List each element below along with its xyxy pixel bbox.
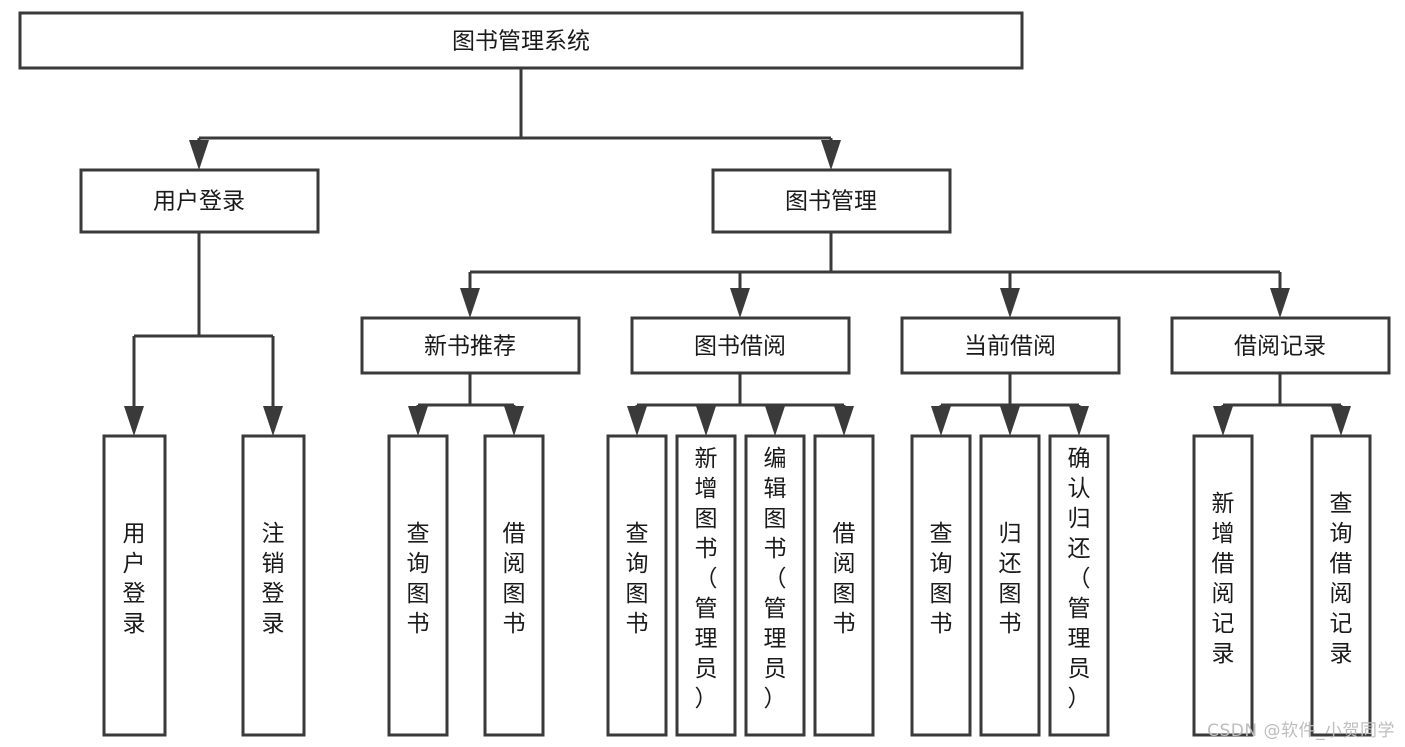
leaf-node-bb-edit-book-box[interactable] xyxy=(744,434,806,737)
leaf-node-cb-confirm-return-box[interactable] xyxy=(1048,434,1110,737)
node-current-borrow-box[interactable] xyxy=(900,316,1121,375)
node-new-book-recommend-box[interactable] xyxy=(360,316,581,375)
node-current-borrow[interactable]: 当前借阅 xyxy=(900,316,1121,375)
leaf-node-cb-return-book-label: 归还图书 xyxy=(999,521,1022,637)
leaf-node-cb-return-book[interactable]: 归还图书 xyxy=(979,434,1041,737)
node-borrow-record[interactable]: 借阅记录 xyxy=(1170,316,1391,375)
leaf-node-bb-borrow-book-label: 借阅图书 xyxy=(833,521,856,637)
arrow-head-cb-leaf-1 xyxy=(931,406,951,436)
leaf-node-bb-query-book-label: 查询图书 xyxy=(626,521,649,637)
leaf-node-bb-edit-book[interactable]: 编辑图书（管理员） xyxy=(744,434,806,737)
leaf-node-bb-query-book-box[interactable] xyxy=(606,434,668,737)
leaf-node-nbr-query-book-box[interactable] xyxy=(387,434,449,737)
connector-group-new-book-recommend xyxy=(408,373,524,436)
node-new-book-recommend[interactable]: 新书推荐 xyxy=(360,316,581,375)
leaf-node-cb-query-book-label: 查询图书 xyxy=(930,521,953,637)
leaf-node-logout-box[interactable] xyxy=(241,434,306,737)
arrow-head-nbr-leaf-2 xyxy=(504,406,524,436)
arrow-head-cb-leaf-2 xyxy=(1000,406,1020,436)
node-root-system[interactable]: 图书管理系统 xyxy=(18,11,1024,70)
node-user-login[interactable]: 用户登录 xyxy=(79,168,320,234)
arrow-head-br-leaf-2 xyxy=(1331,406,1351,436)
arrow-head-user-login xyxy=(189,140,209,170)
node-book-manage[interactable]: 图书管理 xyxy=(711,168,952,234)
leaf-node-cb-return-book-box[interactable] xyxy=(979,434,1041,737)
arrow-head-leaf-user-login xyxy=(124,406,144,436)
leaf-node-user-login-box[interactable] xyxy=(102,434,167,737)
leaf-node-bb-query-book[interactable]: 查询图书 xyxy=(606,434,668,737)
arrow-head-new-book-recommend xyxy=(460,288,480,318)
leaf-node-bb-borrow-book-box[interactable] xyxy=(813,434,875,737)
connector-group-book-manage xyxy=(460,232,1290,318)
leaf-node-nbr-borrow-book-label: 借阅图书 xyxy=(503,521,526,637)
leaf-node-nbr-query-book[interactable]: 查询图书 xyxy=(387,434,449,737)
leaf-node-bb-borrow-book[interactable]: 借阅图书 xyxy=(813,434,875,737)
leaf-node-nbr-borrow-book-box[interactable] xyxy=(483,434,545,737)
node-book-borrow-label: 图书借阅 xyxy=(694,334,786,360)
arrow-head-current-borrow xyxy=(1000,288,1020,318)
connector-group-borrow-record xyxy=(1213,373,1351,436)
leaf-node-br-add-record-box[interactable] xyxy=(1192,434,1254,737)
arrow-head-cb-leaf-3 xyxy=(1069,406,1089,436)
node-book-manage-label: 图书管理 xyxy=(785,189,877,215)
leaf-node-bb-add-book[interactable]: 新增图书（管理员） xyxy=(675,434,737,737)
leaf-node-logout-label: 注销登录 xyxy=(262,521,285,637)
node-user-login-box[interactable] xyxy=(79,168,320,234)
leaf-node-user-login-label: 用户登录 xyxy=(123,521,146,637)
arrow-head-bb-leaf-4 xyxy=(834,406,854,436)
leaf-node-cb-confirm-return[interactable]: 确认归还（管理员） xyxy=(1048,434,1110,737)
arrow-head-book-borrow xyxy=(730,288,750,318)
connector-group-user-login xyxy=(124,232,283,436)
arrow-head-leaf-logout xyxy=(263,406,283,436)
leaf-node-br-query-record-label: 查询借阅记录 xyxy=(1330,491,1353,667)
leaf-node-user-login[interactable]: 用户登录 xyxy=(102,434,167,737)
leaf-node-br-add-record[interactable]: 新增借阅记录 xyxy=(1192,434,1254,737)
node-user-login-label: 用户登录 xyxy=(153,189,245,215)
arrow-head-br-leaf-1 xyxy=(1213,406,1233,436)
leaf-node-nbr-query-book-label: 查询图书 xyxy=(407,521,430,637)
node-borrow-record-box[interactable] xyxy=(1170,316,1391,375)
leaf-node-br-query-record-box[interactable] xyxy=(1310,434,1372,737)
arrow-head-nbr-leaf-1 xyxy=(408,406,428,436)
node-book-borrow[interactable]: 图书借阅 xyxy=(630,316,851,375)
leaf-node-cb-query-book[interactable]: 查询图书 xyxy=(910,434,972,737)
connector-group-current-borrow xyxy=(931,373,1089,436)
node-root-system-box[interactable] xyxy=(18,11,1024,70)
leaf-node-br-query-record[interactable]: 查询借阅记录 xyxy=(1310,434,1372,737)
arrow-head-bb-leaf-1 xyxy=(627,406,647,436)
leaf-node-bb-edit-book-label: 编辑图书（管理员） xyxy=(764,446,787,712)
node-new-book-recommend-label: 新书推荐 xyxy=(424,334,516,360)
arrow-head-bb-leaf-2 xyxy=(696,406,716,436)
node-book-manage-box[interactable] xyxy=(711,168,952,234)
arrow-head-borrow-record xyxy=(1270,288,1290,318)
arrow-head-bb-leaf-3 xyxy=(765,406,785,436)
leaf-node-bb-add-book-label: 新增图书（管理员） xyxy=(695,446,718,712)
leaf-node-nbr-borrow-book[interactable]: 借阅图书 xyxy=(483,434,545,737)
arrow-head-book-manage xyxy=(821,140,841,170)
node-book-borrow-box[interactable] xyxy=(630,316,851,375)
leaf-node-cb-confirm-return-label: 确认归还（管理员） xyxy=(1068,446,1091,712)
node-borrow-record-label: 借阅记录 xyxy=(1234,334,1326,360)
node-current-borrow-label: 当前借阅 xyxy=(964,334,1056,360)
connector-group-book-borrow xyxy=(627,373,854,436)
leaf-node-bb-add-book-box[interactable] xyxy=(675,434,737,737)
connector-group-root xyxy=(189,68,841,170)
leaf-node-br-add-record-label: 新增借阅记录 xyxy=(1212,491,1235,667)
leaf-node-logout[interactable]: 注销登录 xyxy=(241,434,306,737)
leaf-node-cb-query-book-box[interactable] xyxy=(910,434,972,737)
node-root-system-label: 图书管理系统 xyxy=(452,29,590,55)
